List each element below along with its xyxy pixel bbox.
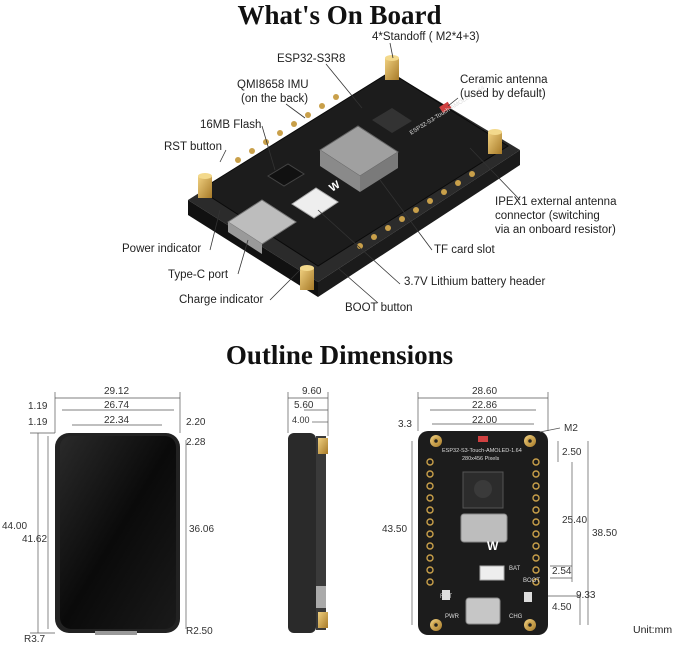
dim-back-w2: 22.86 (472, 400, 498, 411)
board-3d-view: W (188, 42, 521, 304)
dim-front-w2: 26.74 (104, 400, 130, 411)
back-header-pins (426, 458, 540, 586)
dim-front-w3: 22.34 (104, 415, 130, 426)
silk-pixels-back: 280x456 Pixels (462, 456, 500, 462)
dim-front-l1: 1.19 (28, 401, 48, 412)
label-battery-header: 3.7V Lithium battery header (404, 276, 546, 288)
silk-pwr: PWR (445, 614, 459, 620)
dim-back-w1: 28.60 (472, 386, 498, 397)
back-view: W (411, 392, 589, 635)
dim-back-v1: 2.50 (562, 447, 582, 458)
dim-back-v5: 9.33 (576, 590, 596, 601)
dim-front-h1: 44.00 (2, 521, 28, 532)
label-tf-card: TF card slot (434, 244, 495, 256)
label-rst: RST button (164, 141, 222, 153)
unit-label: Unit:mm (633, 624, 673, 636)
label-standoff: 4*Standoff ( M2*4+3) (372, 31, 480, 43)
callout-lines (209, 42, 521, 304)
dim-back-m2: M2 (564, 423, 578, 434)
side-view (287, 392, 329, 633)
dim-side-d3: 4.00 (292, 415, 310, 425)
dim-front-rad1: R3.7 (24, 634, 46, 645)
label-imu-note: (on the back) (241, 93, 309, 105)
header-pins (235, 94, 475, 249)
silk-rst: RST (440, 594, 452, 600)
front-view (30, 392, 187, 635)
label-power-indicator: Power indicator (122, 243, 202, 255)
silk-model-back: ESP32-S3-Touch-AMOLED-1.64 (442, 448, 522, 454)
title-outline-dimensions: Outline Dimensions (225, 340, 454, 370)
dim-back-h1: 43.50 (382, 524, 408, 535)
label-esp32: ESP32-S3R8 (277, 53, 346, 65)
side-body (288, 433, 316, 633)
title-whats-on-board: What's On Board (237, 0, 442, 30)
silk-chg: CHG (509, 614, 523, 620)
dim-front-h3: 36.06 (189, 524, 215, 535)
dim-back-w3: 22.00 (472, 415, 498, 426)
front-screen (60, 436, 176, 629)
dim-side-d1: 9.60 (302, 386, 322, 397)
silk-bat: BAT (509, 566, 521, 572)
label-boot: BOOT button (345, 302, 413, 314)
dim-back-s1: 3.3 (398, 419, 412, 430)
dim-back-v2: 25.40 (562, 515, 588, 526)
label-ceramic-antenna: Ceramic antenna (460, 74, 548, 86)
silk-boot: BOOT (523, 578, 541, 584)
label-ceramic-note: (used by default) (460, 88, 546, 100)
dim-back-v3: 38.50 (592, 528, 618, 539)
label-flash: 16MB Flash (200, 119, 262, 131)
label-imu: QMI8658 IMU (237, 79, 309, 91)
dim-back-v4: 2.54 (552, 566, 572, 577)
label-charge-indicator: Charge indicator (179, 294, 264, 306)
dim-side-d2: 5.60 (294, 400, 314, 411)
label-typec: Type-C port (168, 269, 229, 281)
dim-front-l2: 1.19 (28, 417, 48, 428)
dim-front-h2: 41.62 (22, 534, 48, 545)
dim-front-r1: 2.20 (186, 417, 206, 428)
label-ipex-3: via an onboard resistor) (495, 224, 616, 236)
dim-front-w1: 29.12 (104, 386, 130, 397)
dim-back-v6: 4.50 (552, 602, 572, 613)
label-ipex: IPEX1 external antenna (495, 196, 617, 208)
svg-text:W: W (487, 539, 499, 553)
label-ipex-2: connector (switching (495, 210, 600, 222)
standoffs (198, 55, 502, 290)
dim-front-rad2: R2.50 (186, 626, 213, 637)
dim-front-r2: 2.28 (186, 437, 206, 448)
